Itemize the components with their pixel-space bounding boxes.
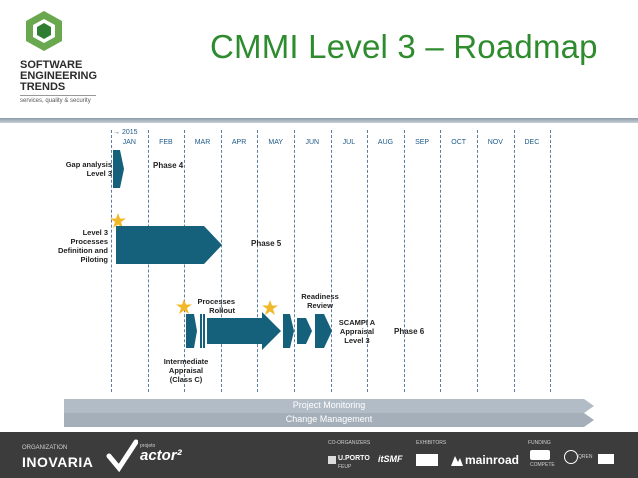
change-management-label: Change Management <box>285 414 373 424</box>
projeto-label: projeto <box>140 443 156 449</box>
month-label: MAR <box>194 139 211 146</box>
hexagon-logo-icon <box>26 11 62 51</box>
month-gridline <box>220 130 222 392</box>
mainroad-logo: mainroad <box>465 453 520 467</box>
processes-rollout-label: Processes Rollout <box>197 297 235 315</box>
uporto-icon <box>328 456 336 464</box>
organization-label: ORGANIZATION <box>22 445 68 451</box>
phase6-label: Phase 6 <box>394 327 425 336</box>
month-gridline <box>550 130 552 392</box>
scampi-label: SCAMPI A Appraisal Level 3 <box>338 318 376 345</box>
logo-line3: TRENDS <box>20 81 66 93</box>
phase5-label: Phase 5 <box>251 239 282 248</box>
month-gridline <box>330 130 332 392</box>
feup-label: FEUP <box>338 464 352 470</box>
month-label: MAY <box>268 139 284 146</box>
exhibitors-label: EXHIBITORS <box>416 440 447 446</box>
mainroad-icon <box>451 456 463 466</box>
month-label: SEP <box>415 139 430 146</box>
actor-logo: actor² <box>140 447 182 464</box>
page-title: CMMI Level 3 – Roadmap <box>210 28 598 65</box>
month-gridline <box>111 130 112 392</box>
month-label: FEB <box>159 139 173 146</box>
project-monitoring-label: Project Monitoring <box>292 400 366 410</box>
milestone-star-icon <box>110 213 126 228</box>
logo-tagline: services, quality & security <box>20 98 91 104</box>
month-label: JAN <box>122 139 136 146</box>
header-divider-bar <box>0 118 638 123</box>
month-gridline <box>477 130 478 392</box>
gap-analysis-arrow <box>113 150 124 188</box>
footer: ORGANIZATION INOVARIA projeto actor² CO-… <box>0 432 638 478</box>
level3-processes-arrow <box>116 226 222 264</box>
rollout-arrows <box>186 312 332 350</box>
month-label: OCT <box>451 139 467 146</box>
compete-label: COMPETE <box>530 462 555 468</box>
milestone-star-icon <box>176 299 192 314</box>
intermediate-appraisal-label: Intermediate Appraisal (Class C) <box>163 357 209 384</box>
phase4-label: Phase 4 <box>153 161 184 170</box>
inovaria-logo: INOVARIA <box>22 454 94 470</box>
milestone-star-icon <box>262 300 278 315</box>
month-label: JUL <box>342 139 356 146</box>
logo-divider <box>20 95 96 96</box>
month-label: JUN <box>305 139 320 146</box>
gap-analysis-label: Gap analysis Level 3 <box>65 160 112 178</box>
checkmark-logo-icon <box>106 439 138 472</box>
compete-icon <box>530 450 550 460</box>
month-gridline <box>440 130 442 392</box>
project-monitoring-bar <box>64 399 594 413</box>
month-gridline <box>257 130 259 392</box>
month-label: NOV <box>487 139 503 146</box>
logo-line1: SOFTWARE <box>20 59 83 71</box>
qren-label: QREN <box>578 454 593 460</box>
qren-icon <box>564 450 578 464</box>
month-gridline <box>513 130 515 392</box>
month-label: AUG <box>377 139 394 146</box>
year-label: → 2015 <box>113 129 138 136</box>
month-gridline <box>403 130 405 392</box>
level3-processes-label: Level 3 Processes Definition and Pilotin… <box>58 228 108 264</box>
eu-flag-icon <box>598 454 614 464</box>
funding-label: FUNDING <box>528 440 551 446</box>
logo: SOFTWARE ENGINEERING TRENDS services, qu… <box>18 10 128 110</box>
month-gridline <box>294 130 295 392</box>
logo-line2: ENGINEERING <box>20 70 98 82</box>
uporto-logo: U.PORTO <box>338 455 370 462</box>
co-organizers-label: CO-ORGANIZERS <box>328 440 371 446</box>
exhibitor-logo-icon <box>416 454 438 466</box>
itsmf-logo: itSMF <box>378 454 403 464</box>
month-label: APR <box>231 139 247 146</box>
month-label: DEC <box>524 139 540 146</box>
readiness-review-label: Readiness Review <box>301 292 339 310</box>
month-gridline <box>367 130 369 392</box>
change-management-bar <box>64 413 594 427</box>
